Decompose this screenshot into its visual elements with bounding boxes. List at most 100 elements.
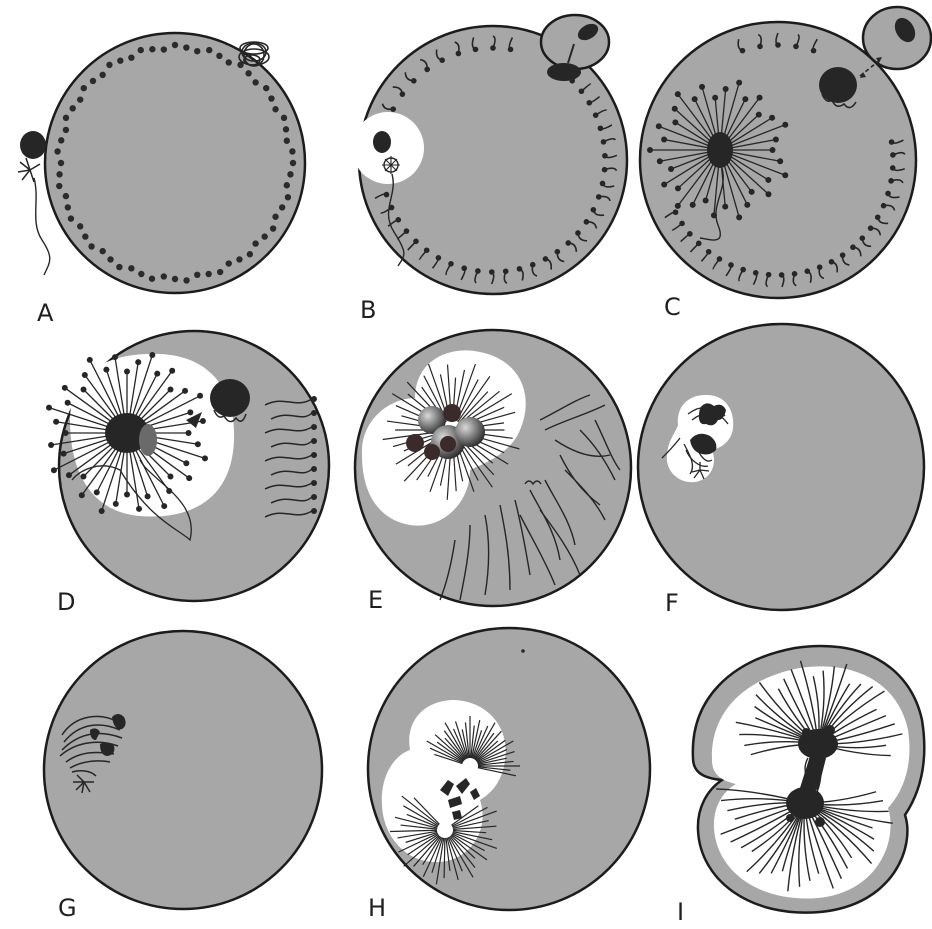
- panel-i: I: [677, 646, 924, 926]
- granule: [128, 54, 134, 60]
- granule: [860, 235, 866, 241]
- granule: [226, 59, 232, 65]
- granule: [424, 67, 430, 73]
- sperm-nucleus: [707, 132, 733, 168]
- ray-tip: [48, 442, 54, 448]
- granule: [888, 178, 894, 184]
- granule: [779, 272, 785, 278]
- granule: [728, 262, 734, 268]
- granule: [602, 153, 608, 159]
- ray-tip: [63, 430, 69, 436]
- granule: [311, 396, 317, 402]
- granule: [311, 480, 317, 486]
- ray-tip: [62, 385, 68, 391]
- ray-tip: [167, 473, 173, 479]
- granule: [868, 225, 874, 231]
- granule: [58, 137, 64, 143]
- ray-tip: [161, 503, 167, 509]
- granule: [591, 207, 597, 213]
- ray-tip: [51, 467, 57, 473]
- granule: [411, 78, 417, 84]
- ray-tip: [202, 455, 208, 461]
- granule: [885, 191, 891, 197]
- ray-tip: [647, 147, 653, 153]
- panel-g: G: [44, 631, 322, 922]
- ray-tip: [65, 400, 71, 406]
- granule: [138, 271, 144, 277]
- ray-tip: [149, 352, 155, 358]
- egg-cell: [44, 631, 322, 909]
- panel-label: F: [665, 589, 679, 617]
- ray-tip: [736, 214, 742, 220]
- granule: [287, 171, 293, 177]
- granule: [172, 276, 178, 282]
- granule: [600, 181, 606, 187]
- granule: [508, 47, 514, 53]
- granule: [390, 106, 396, 112]
- granule: [436, 255, 442, 261]
- granule: [311, 508, 317, 514]
- granule: [555, 249, 561, 255]
- speck: [521, 649, 525, 653]
- granule: [475, 268, 481, 274]
- granule: [400, 91, 406, 97]
- ray-tip: [53, 419, 59, 425]
- panel-h: H: [368, 628, 650, 922]
- granule: [586, 100, 592, 106]
- ray-tip: [672, 106, 678, 112]
- granule: [448, 261, 454, 267]
- ray-tip: [668, 166, 674, 172]
- granule: [82, 233, 88, 239]
- granule: [284, 182, 290, 188]
- granule: [473, 47, 479, 53]
- granule: [850, 244, 856, 250]
- granule: [817, 264, 823, 270]
- granule: [757, 44, 763, 50]
- granule: [311, 438, 317, 444]
- granule: [439, 57, 445, 63]
- panel-label: A: [37, 299, 54, 327]
- granule: [56, 171, 62, 177]
- granule: [530, 262, 536, 268]
- granule: [138, 47, 144, 53]
- granule: [875, 214, 881, 220]
- granule: [172, 42, 178, 48]
- granule: [311, 466, 317, 472]
- granule: [279, 204, 285, 210]
- granule: [596, 194, 602, 200]
- ray-tip: [769, 115, 775, 121]
- panel-label: G: [58, 894, 77, 922]
- granule: [311, 452, 317, 458]
- granule: [775, 42, 781, 48]
- granule: [811, 48, 817, 54]
- granule: [106, 62, 112, 68]
- granule: [263, 85, 269, 91]
- granule: [792, 271, 798, 277]
- ray-tip: [66, 472, 72, 478]
- granule: [68, 215, 74, 221]
- panel-d: D: [46, 331, 329, 616]
- panel-label: I: [677, 898, 684, 926]
- ray-tip: [690, 202, 696, 208]
- granule: [804, 268, 810, 274]
- granule: [579, 88, 585, 94]
- ray-tip: [113, 501, 119, 507]
- granule: [593, 112, 599, 118]
- ray-tip: [742, 96, 748, 102]
- granule: [575, 230, 581, 236]
- granule: [543, 256, 549, 262]
- granule: [99, 248, 105, 254]
- ray-tip: [197, 393, 203, 399]
- ray-tip: [200, 418, 206, 424]
- ray-tip: [722, 204, 728, 210]
- ray-tip: [183, 460, 189, 466]
- granule: [766, 272, 772, 278]
- ray-tip: [81, 473, 87, 479]
- ray-tip: [99, 508, 105, 514]
- granule: [88, 243, 94, 249]
- granule: [107, 256, 113, 262]
- panel-label: E: [368, 586, 383, 614]
- granule: [881, 203, 887, 209]
- granule: [117, 57, 123, 63]
- granule: [679, 221, 685, 227]
